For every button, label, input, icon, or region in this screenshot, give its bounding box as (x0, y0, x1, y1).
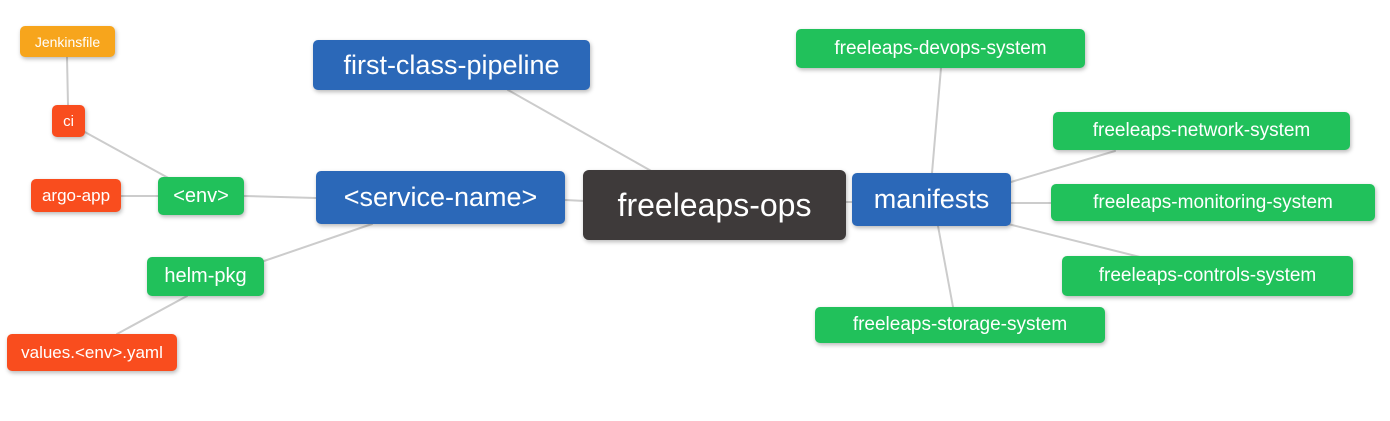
node-devops-system[interactable]: freeleaps-devops-system (796, 29, 1085, 68)
node-freeleaps-ops-root[interactable]: freeleaps-ops (583, 170, 846, 240)
node-controls-system[interactable]: freeleaps-controls-system (1062, 256, 1353, 296)
node-first-class-pipeline[interactable]: first-class-pipeline (313, 40, 590, 90)
node-network-system[interactable]: freeleaps-network-system (1053, 112, 1350, 150)
edge-env-service (243, 195, 317, 199)
edge-service-root (564, 199, 586, 202)
node-argo-app[interactable]: argo-app (31, 179, 121, 212)
edge-jenkinsfile-ci (66, 56, 69, 106)
node-monitoring-system[interactable]: freeleaps-monitoring-system (1051, 184, 1375, 221)
edge-manifests-devops (931, 67, 942, 174)
edge-ci-env (82, 130, 173, 181)
edge-helmpkg-values (116, 295, 188, 335)
node-env[interactable]: <env> (158, 177, 244, 215)
node-manifests[interactable]: manifests (852, 173, 1011, 226)
edge-manifests-controls (1007, 223, 1141, 258)
edge-pipeline-root (507, 89, 654, 173)
edge-manifests-storage (937, 225, 954, 308)
node-service-name[interactable]: <service-name> (316, 171, 565, 224)
node-ci[interactable]: ci (52, 105, 85, 137)
edge-service-helmpkg (263, 223, 373, 262)
node-storage-system[interactable]: freeleaps-storage-system (815, 307, 1105, 343)
node-jenkinsfile[interactable]: Jenkinsfile (20, 26, 115, 57)
node-values-env-yaml[interactable]: values.<env>.yaml (7, 334, 177, 371)
node-helm-pkg[interactable]: helm-pkg (147, 257, 264, 296)
edge-manifests-network (1010, 150, 1116, 183)
